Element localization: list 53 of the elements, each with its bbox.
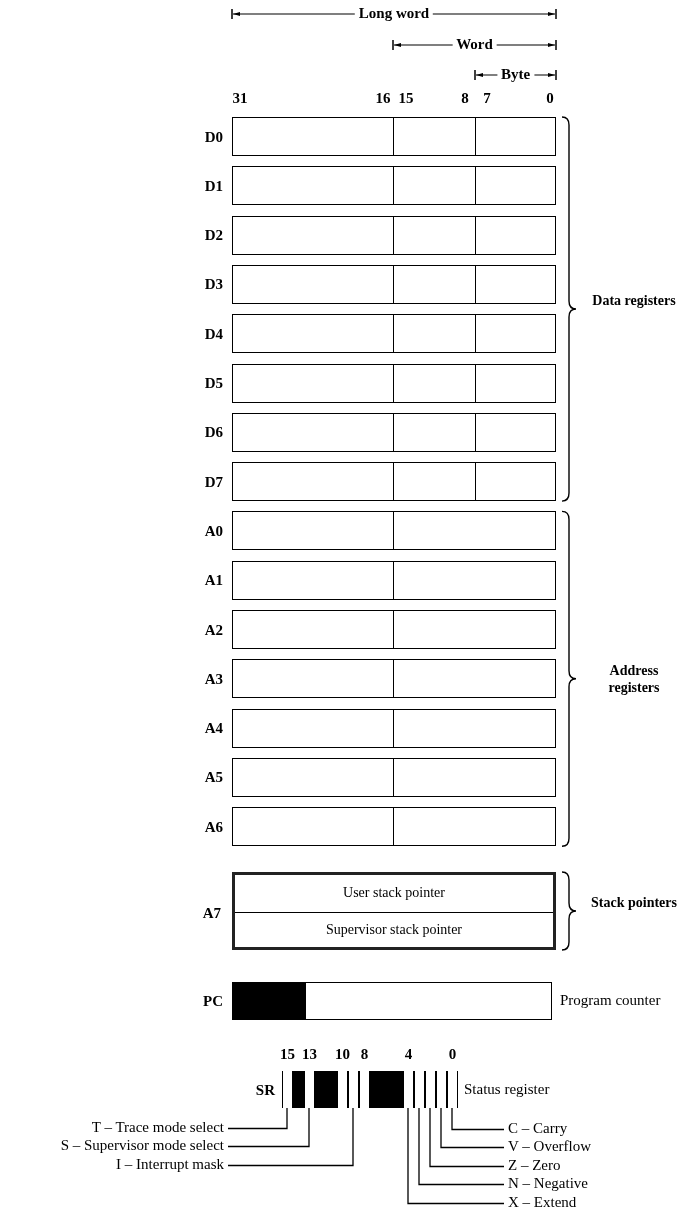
register-name: D5: [204, 374, 223, 392]
register-name: D4: [204, 324, 223, 343]
register-name: A5: [204, 768, 223, 787]
register-name: A7: [202, 904, 221, 922]
bit-number: 0: [546, 90, 554, 107]
bit-number: 8: [461, 90, 469, 107]
register-caption: Program counter: [560, 992, 661, 1009]
register-name: A2: [204, 620, 223, 639]
register-name: A1: [204, 571, 223, 590]
bit-number: 16: [375, 90, 391, 107]
register-caption: Status register: [464, 1080, 550, 1098]
leader-line: [440, 1106, 505, 1149]
flag-label: C – Carry: [508, 1120, 568, 1137]
leader-line: [418, 1106, 505, 1186]
register-name: PC: [203, 992, 223, 1010]
leader-line: [227, 1106, 310, 1148]
group-label: Data registers: [591, 292, 677, 310]
group-label: Address registers: [607, 661, 661, 696]
leader-line: [227, 1106, 288, 1130]
register-name: D0: [204, 127, 223, 146]
bit-number: 15: [280, 1046, 295, 1063]
register-name: D2: [204, 226, 223, 245]
bit-number: 15: [398, 90, 414, 107]
width-label: Long word: [354, 5, 434, 22]
bit-number: 13: [302, 1046, 317, 1063]
register-name: A3: [204, 669, 223, 688]
register-name: A4: [204, 719, 223, 738]
register-name: SR: [255, 1080, 275, 1099]
flag-label: S – Supervisor mode select: [60, 1137, 224, 1154]
register-name: D7: [204, 472, 223, 491]
group-label: Stack pointers: [590, 894, 678, 911]
flag-label: X – Extend: [508, 1194, 577, 1211]
leader-line: [429, 1106, 505, 1168]
bit-number: 0: [448, 1046, 457, 1063]
register-name: D1: [204, 176, 223, 195]
flag-label: Z – Zero: [508, 1157, 561, 1174]
width-label: Byte: [496, 66, 535, 83]
leader-line: [227, 1106, 354, 1167]
leader-line: [451, 1106, 505, 1131]
leader-line: [407, 1106, 505, 1205]
flag-label: T – Trace mode select: [91, 1119, 224, 1136]
flag-label: N – Negative: [508, 1175, 588, 1192]
bit-number: 4: [404, 1046, 413, 1063]
register-name: D3: [204, 275, 223, 294]
bit-number: 31: [232, 90, 248, 107]
register-name: A6: [204, 817, 223, 836]
bit-number: 10: [335, 1046, 350, 1063]
register-name: D6: [204, 423, 223, 442]
register-name: A0: [204, 521, 223, 540]
bit-number: 7: [483, 90, 491, 107]
flag-label: I – Interrupt mask: [116, 1156, 224, 1173]
flag-label: V – Overflow: [508, 1138, 592, 1155]
bit-number: 8: [360, 1046, 369, 1063]
